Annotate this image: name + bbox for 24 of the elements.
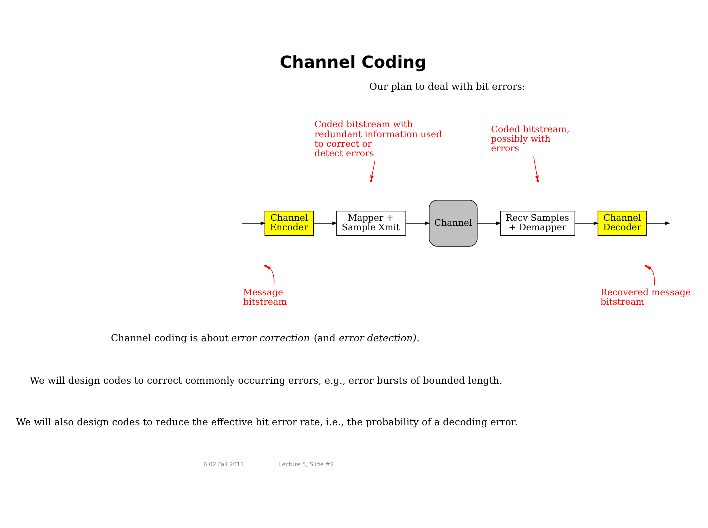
- node-text: Message bitstream: [243, 288, 288, 308]
- arrow: [574, 221, 600, 225]
- arrow: [646, 221, 671, 225]
- arrow: [313, 221, 338, 225]
- node-box: Recv Samples + Demapper: [500, 210, 576, 236]
- label: Channel coding is about error correction (and error detection).: [111, 333, 420, 344]
- arrow: [266, 266, 275, 286]
- node-box: Channel Encoder: [264, 210, 314, 236]
- arrow: [646, 266, 656, 286]
- arrow: [406, 221, 430, 225]
- label: We will design codes to correct commonly occurring errors, e.g., error bursts of bounded length.: [30, 375, 503, 386]
- diagram-title: Channel Coding: [280, 52, 427, 72]
- arrow: [242, 221, 266, 225]
- node-text: Coded bitstream with redundant information used to correct or detect errors: [314, 120, 442, 159]
- label: Our plan to deal with bit errors:: [370, 82, 526, 93]
- label: We will also design codes to reduce the effective bit error rate, i.e., the probability of a decoding error.: [16, 417, 518, 428]
- node-text: Recovered message bitstream: [600, 288, 692, 308]
- arrow: [370, 160, 376, 180]
- arrow: [534, 156, 539, 180]
- node-text: Coded bitstream, possibly with errors: [491, 124, 570, 154]
- node-box: Mapper + Sample Xmit: [336, 210, 406, 236]
- node-box: Channel Decoder: [598, 210, 648, 236]
- node-box: Channel: [429, 200, 478, 246]
- arrow: [477, 221, 502, 225]
